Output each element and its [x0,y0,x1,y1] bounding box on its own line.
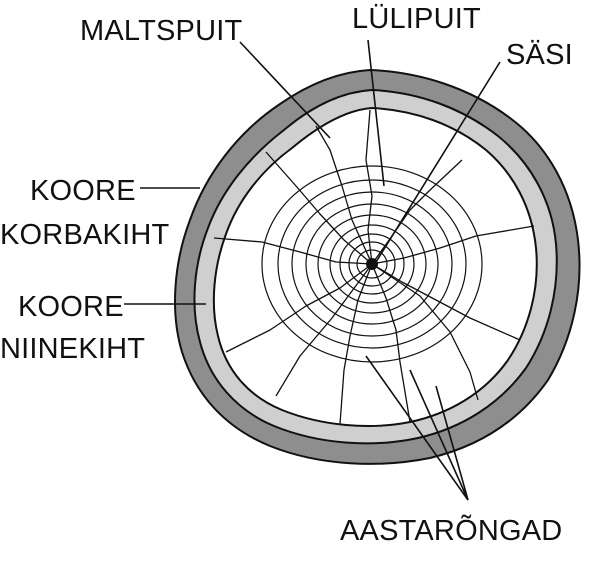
leader-lines [124,39,501,501]
aastarongad-leader [365,355,469,501]
radial-ray [371,159,463,265]
annual-ring [317,214,427,314]
label-koore-niinekiht-line1: KOORE [18,291,124,323]
radial-ray [265,151,373,265]
label-koore-korbakiht-line2: KORBAKIHT [0,219,169,251]
annual-ring [305,203,439,325]
radial-ray [371,263,411,423]
label-koore-korbakiht-line1: KOORE [30,175,136,207]
annual-ring [291,191,453,337]
radial-ray [275,263,373,397]
annual-ring [348,241,396,287]
lulipuit-leader [367,39,385,187]
label-maltspuit: MALTSPUIT [80,15,242,47]
radial-rays [213,109,535,425]
radial-ray [213,237,373,265]
label-lulipuit: LÜLIPUIT [352,3,481,35]
radial-ray [371,225,535,265]
aastarongad-leader [409,369,469,501]
radial-ray [225,263,373,353]
radial-ray [315,125,373,265]
label-aastarongad: AASTARÕNGAD [340,513,562,547]
annual-ring [261,165,483,363]
radial-ray [339,263,373,425]
annual-ring [356,249,388,279]
radial-ray [371,263,521,341]
label-sasi: SÄSI [506,39,573,71]
annual-rings [261,165,483,363]
radial-ray [365,109,373,265]
pith [366,258,378,270]
label-koore-niinekiht-line2: NIINEKIHT [0,333,145,365]
maltspuit-leader [239,41,331,139]
annual-ring [339,233,405,295]
aastarongad-leader [435,385,469,501]
annual-ring [277,179,467,349]
sasi-leader [375,61,501,263]
radial-ray [371,263,479,401]
annual-ring [329,224,415,304]
